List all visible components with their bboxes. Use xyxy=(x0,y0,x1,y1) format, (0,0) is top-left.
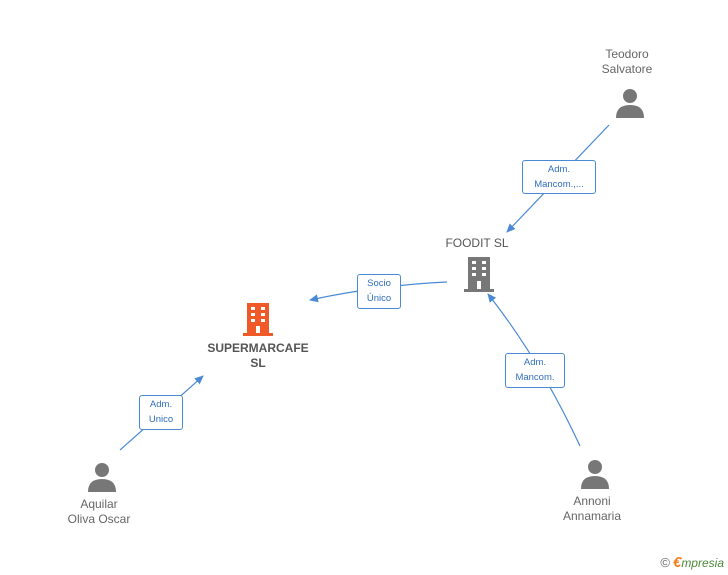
footer-brand: ©€mpresia xyxy=(660,554,724,571)
brand-logo-icon: € xyxy=(672,554,682,571)
teodoro-label[interactable]: Teodoro Salvatore xyxy=(601,47,653,76)
edge-label-adm-mancom-teodoro[interactable]: Adm. Mancom.,... xyxy=(522,160,596,194)
aquilar-label[interactable]: Aquilar Oliva Oscar xyxy=(67,497,131,526)
annoni-label[interactable]: Annoni Annamaria xyxy=(562,494,622,523)
edge-label-adm-mancom-annoni[interactable]: Adm. Mancom. xyxy=(505,353,565,388)
building-icon[interactable] xyxy=(242,302,274,336)
person-icon[interactable] xyxy=(86,462,118,492)
person-icon[interactable] xyxy=(579,459,611,489)
edge-label-socio-unico[interactable]: Socio Único xyxy=(357,274,401,309)
person-icon[interactable] xyxy=(614,88,646,118)
edge-label-adm-unico-aquilar[interactable]: Adm. Unico xyxy=(139,395,183,430)
supermarcafe-label[interactable]: SUPERMARCAFE SL xyxy=(207,341,309,370)
foodit-label[interactable]: FOODIT SL xyxy=(445,236,509,250)
copyright-icon: © xyxy=(660,555,670,570)
brand-name: mpresia xyxy=(681,556,724,570)
building-icon[interactable] xyxy=(463,256,495,292)
